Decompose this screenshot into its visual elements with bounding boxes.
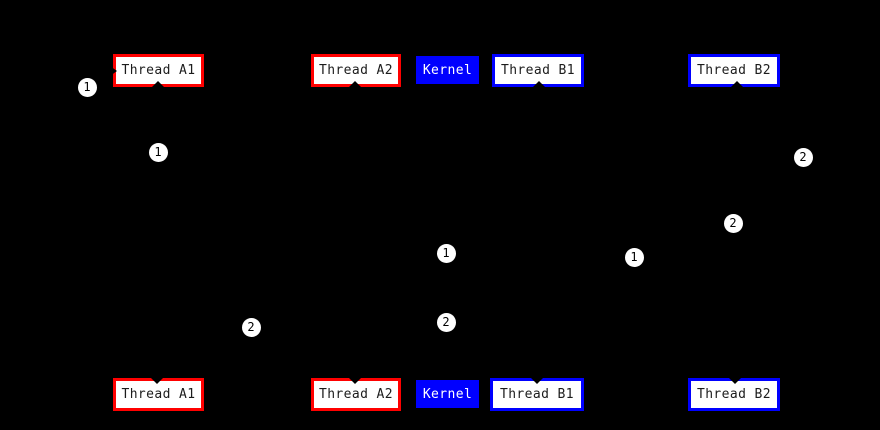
node-label: Thread B2 [696,63,772,78]
step-badge-1: 1 [436,243,456,263]
edge-arrowhead [151,378,163,384]
step-badge-1: 1 [624,247,644,267]
edge-arrowhead [349,378,361,384]
node-label: Thread B2 [696,387,772,402]
node-label: Thread A2 [318,387,394,402]
edge-arrowhead [729,378,741,384]
node-label: Thread B1 [499,387,575,402]
kernel-bottom: Kernel [416,380,479,408]
step-badge-2: 2 [241,317,261,337]
node-label: Thread A2 [318,63,394,78]
edge-arrowhead [110,66,117,76]
step-badge-1: 1 [77,77,97,97]
kernel-top: Kernel [416,56,479,84]
node-label: Thread A1 [121,63,196,78]
edge-arrowhead [349,81,361,87]
node-label: Kernel [422,386,473,402]
step-badge-2: 2 [793,147,813,167]
step-badge-2: 2 [436,312,456,332]
edge-arrowhead [152,81,164,87]
step-badge-2: 2 [723,213,743,233]
node-label: Thread B1 [500,63,576,78]
edge-arrowhead [531,378,543,384]
edge-arrowhead [533,81,545,87]
step-badge-1: 1 [148,142,168,162]
node-label: Thread A1 [121,387,196,402]
node-label: Kernel [422,62,473,78]
edge-arrowhead [731,81,743,87]
